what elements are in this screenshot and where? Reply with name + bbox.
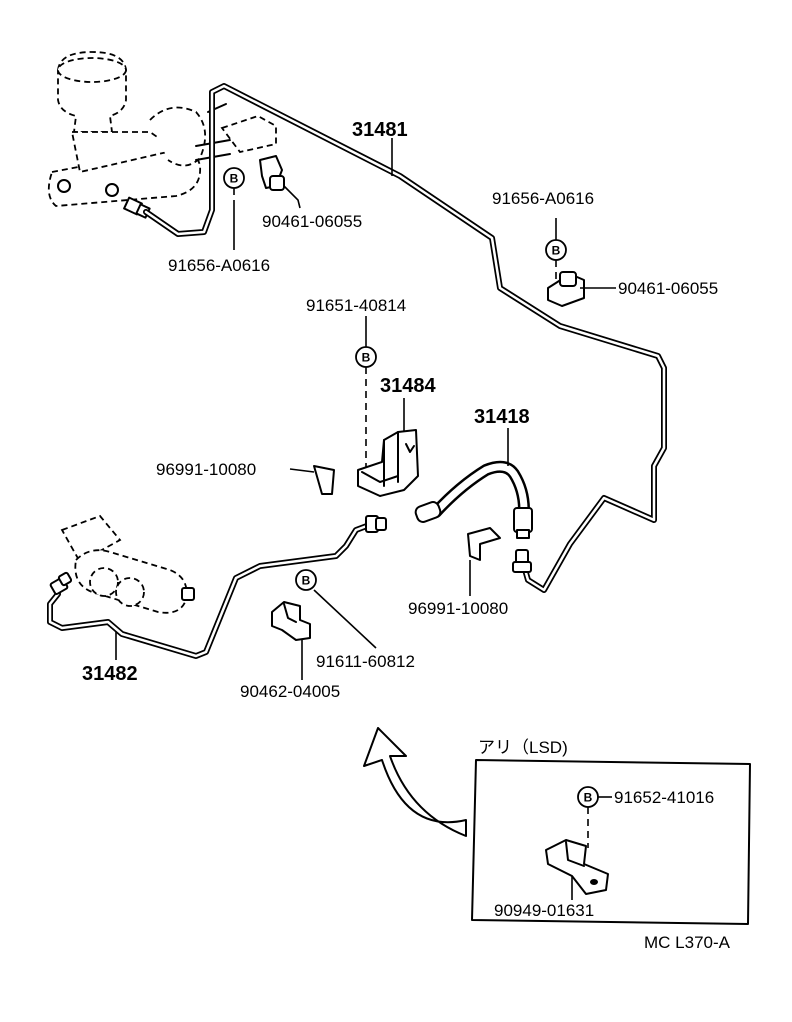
bolt-symbol-5: B: [577, 786, 599, 808]
label-31481: 31481: [352, 119, 408, 141]
tube-clamp-90462: [271, 601, 311, 641]
bolt-symbol-letter: B: [230, 172, 239, 186]
part-labels: 31481 90461-06055 91656-A0616 91656-A061…: [82, 119, 731, 952]
lsd-inset-box: [471, 759, 751, 925]
label-31482: 31482: [82, 663, 138, 685]
bolt-symbol-letter: B: [302, 574, 311, 588]
label-diagram-code: MC L370-A: [644, 933, 731, 952]
leader-lines: [115, 138, 616, 900]
clutch-line-tube-31482: [47, 515, 387, 659]
label-96991-10080-left: 96991-10080: [156, 460, 256, 479]
tube-clamp-90461-top: [259, 155, 285, 191]
clutch-master-cylinder: [47, 51, 277, 207]
bolt-symbol-letter: B: [362, 351, 371, 365]
label-90461-06055-top: 90461-06055: [262, 212, 362, 231]
label-90461-06055-right: 90461-06055: [618, 279, 718, 298]
label-31484: 31484: [380, 375, 436, 397]
bolt-symbol-1: B: [223, 167, 245, 189]
hose-clip-96991-left: [313, 465, 335, 495]
label-91611-60812: 91611-60812: [316, 652, 415, 671]
label-91651-40814: 91651-40814: [306, 296, 406, 315]
label-90949-01631: 90949-01631: [494, 901, 594, 920]
tube-end-fitting-right: [512, 549, 532, 573]
label-91652-41016: 91652-41016: [614, 788, 714, 807]
bracket-31484: [357, 429, 419, 497]
hose-clip-96991-right: [467, 527, 501, 561]
tube-clamp-90461-right: [547, 271, 585, 307]
label-inset-title: アリ（LSD): [478, 738, 568, 757]
flexible-hose-31418: [414, 460, 533, 539]
label-91656-a0616-right: 91656-A0616: [492, 189, 594, 208]
label-96991-10080-right: 96991-10080: [408, 599, 508, 618]
bolt-symbol-letter: B: [584, 791, 593, 805]
inset-pointer-arrow: [363, 727, 467, 837]
bolt-symbol-3: B: [355, 346, 377, 368]
bolt-symbol-letter: B: [552, 244, 561, 258]
label-90462-04005: 90462-04005: [240, 682, 340, 701]
clutch-line-tube-31481: [143, 83, 667, 593]
label-31418: 31418: [474, 406, 530, 428]
bolt-symbol-4: B: [295, 569, 317, 591]
bolt-symbol-2: B: [545, 239, 567, 261]
label-91656-a0616-left: 91656-A0616: [168, 256, 270, 275]
clutch-release-cylinder: [60, 514, 195, 614]
